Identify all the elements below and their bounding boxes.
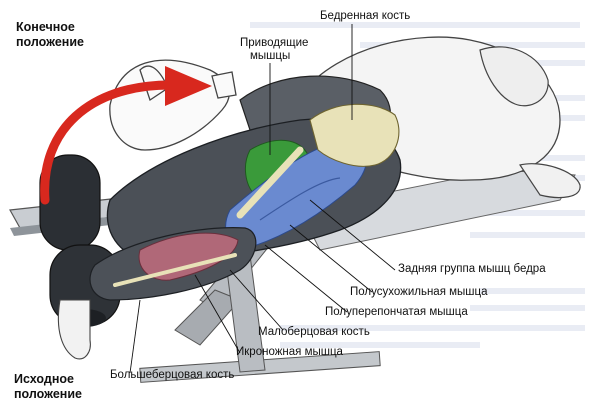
gastrocnemius-label: Икроножная мышца bbox=[236, 346, 343, 358]
fibula-label: Малоберцовая кость bbox=[258, 326, 370, 338]
start-position-line1: Исходное bbox=[14, 372, 74, 386]
adductors-line1: Приводящие bbox=[240, 37, 309, 49]
semitendinosus-label: Полусухожильная мышца bbox=[350, 286, 488, 298]
motion-arrow bbox=[40, 66, 212, 205]
end-position-label: Конечное положение bbox=[16, 20, 84, 50]
tibia-label: Большеберцовая кость bbox=[110, 369, 235, 381]
adductors-line2: мышцы bbox=[250, 50, 291, 62]
adductors-label: Приводящие мышцы bbox=[240, 37, 308, 63]
end-position-line2: положение bbox=[16, 35, 84, 49]
end-position-line1: Конечное bbox=[16, 20, 75, 34]
hamstrings-label: Задняя группа мышц бедра bbox=[398, 263, 546, 275]
start-position-line2: положение bbox=[14, 387, 82, 401]
leader-lines bbox=[129, 24, 396, 374]
lower-leg bbox=[57, 227, 257, 360]
semimembranosus-label: Полуперепончатая мышца bbox=[325, 306, 468, 318]
thigh bbox=[106, 103, 402, 261]
femur-label: Бедренная кость bbox=[320, 10, 411, 22]
start-position-label: Исходное положение bbox=[14, 372, 82, 402]
